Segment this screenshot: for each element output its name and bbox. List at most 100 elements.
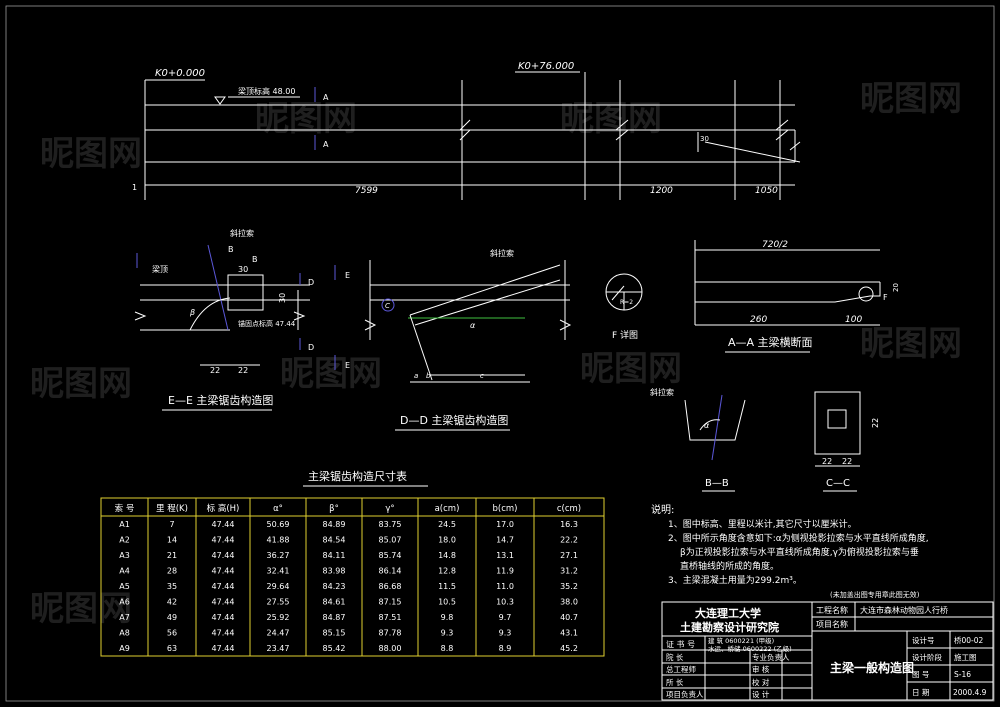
table-cell: 13.1 [496, 551, 514, 560]
end-slope [697, 132, 801, 163]
table-cell: 45.2 [560, 644, 578, 653]
table-cell: 23.47 [267, 644, 290, 653]
beam-top-label: 梁顶标高 48.00 [238, 86, 295, 96]
section-aa-view: 720/2 F 20 260 100 A—A 主梁横断面 [694, 240, 900, 353]
table-cell: A2 [119, 536, 130, 545]
table-cell: 9.8 [441, 613, 454, 622]
table-cell: A5 [119, 582, 130, 591]
ee-beta-arc [189, 297, 231, 331]
table-cell: 12.8 [438, 567, 456, 576]
tb-stage-label: 设计阶段 [912, 652, 942, 662]
table-cell: 84.89 [323, 520, 346, 529]
table-cell: 36.27 [267, 551, 290, 560]
table-cell: 11.0 [496, 582, 514, 591]
table-cell: 63 [167, 644, 177, 653]
ee-b-top2: B [252, 255, 258, 264]
table-cell: 42 [167, 598, 177, 607]
notes-heading: 说明: [651, 503, 674, 516]
break-mark-3 [774, 80, 790, 200]
table-cell: 88.00 [379, 644, 402, 653]
table-cell: 47.44 [212, 598, 235, 607]
section-cc-view: 22 22 22 C—C [814, 391, 880, 492]
tb-sheet-label: 图 号 [912, 670, 929, 679]
tb-role-label: 院 长 [666, 652, 684, 662]
mark-30: 30 [700, 135, 709, 143]
table-cell: 14.7 [496, 536, 514, 545]
watermark-4: 昵图网 [280, 354, 382, 394]
tb-role-label: 项目负责人 [666, 689, 704, 699]
table-cell: A1 [119, 520, 130, 529]
table-cell: A4 [119, 567, 130, 576]
dd-cable [409, 264, 561, 316]
table-cell: 84.54 [323, 536, 346, 545]
notes-remark: (未加盖出图专用章此图无效) [830, 590, 920, 599]
table-cell: 31.2 [560, 567, 578, 576]
tb-role-label: 所 长 [666, 677, 684, 687]
table-border [100, 497, 605, 657]
tb-cert-label: 证 书 号 [666, 639, 695, 649]
title-block: 大连理工大学 土建勘察设计研究院 证 书 号 建 筑 0600221 (甲级) … [661, 601, 994, 701]
bb-arc [699, 419, 721, 431]
ee-d-top: D [308, 278, 314, 287]
note-3: β为正视投影拉索与水平直线所成角度,γ为俯视投影拉索与垂 [680, 546, 919, 558]
end-detail [789, 130, 801, 162]
table-header-cell: b(cm) [493, 504, 518, 514]
ee-dim-22a: 22 [210, 366, 220, 375]
note-2: 2、图中所示角度含意如下:α为侧视投影拉索与水平直线所成角度, [668, 532, 929, 544]
ee-cable-label: 斜拉索 [230, 228, 254, 238]
table-cell: 27.55 [267, 598, 290, 607]
table-cell: 47.44 [212, 644, 235, 653]
watermark-2: 昵图网 [255, 99, 357, 139]
table-cell: 84.11 [323, 551, 346, 560]
table-cell: 24.47 [267, 629, 290, 638]
table-header-cell: α° [273, 504, 283, 514]
bb-outline [684, 399, 746, 441]
tb-stage: 施工图 [954, 652, 977, 662]
tb-date-label: 日 期 [912, 688, 929, 697]
dim-mark-1: 1 [132, 183, 137, 192]
table-cell: 87.51 [379, 613, 402, 622]
dim-7599: 7599 [355, 186, 378, 196]
watermark-3: 昵图网 [30, 364, 132, 404]
table-cell: 14.8 [438, 551, 456, 560]
table-cell: A9 [119, 644, 130, 653]
table-cell: 84.87 [323, 613, 346, 622]
dd-b: b [426, 372, 431, 380]
table-cell: 24.5 [438, 520, 456, 529]
tb-role-label: 校 对 [752, 677, 770, 687]
section-ee-view: 梁顶 斜拉索 β 30 30 B B D D 锚固点标高 47.44 22 22… [134, 228, 314, 411]
table-cell: 35 [167, 582, 177, 591]
table-cell: A6 [119, 598, 130, 607]
table-cell: 21 [167, 551, 177, 560]
tb-project-label: 工程名称 [816, 605, 848, 615]
cc-block [827, 409, 847, 429]
ee-dim-30-top: 30 [238, 265, 248, 274]
aa-dim-20: 20 [892, 283, 900, 292]
table-cell: 87.78 [379, 629, 402, 638]
break-mark-1 [458, 80, 472, 200]
table-header-cell: a(cm) [435, 504, 460, 514]
table-cell: 47.44 [212, 551, 235, 560]
watermark-5: 昵图网 [580, 349, 682, 389]
watermark-9: 昵图网 [560, 99, 662, 139]
dd-title: D—D 主梁锯齿构造图 [400, 413, 508, 427]
ee-b-top: B [228, 245, 234, 254]
dd-c-mark: C [385, 302, 390, 310]
elevation-triangle-icon [214, 96, 226, 105]
note-1: 1、图中标高、里程以米计,其它尺寸以厘米计。 [668, 518, 857, 530]
section-a-top: A [323, 93, 329, 102]
dd-alpha: α [470, 321, 476, 330]
section-dd-view: E E 斜拉索 C α a b c D—D 主梁锯齿构造图 [334, 248, 572, 431]
dd-vertical [409, 314, 433, 381]
table-cell: 14 [167, 536, 177, 545]
tb-design-no-label: 设计号 [912, 635, 935, 645]
watermark-layer: 昵图网 昵图网 昵图网 昵图网 昵图网 昵图网 昵图网 昵图网 昵图网 [30, 79, 962, 629]
table-cell: 85.15 [323, 629, 346, 638]
table-cell: 86.14 [379, 567, 402, 576]
table-cell: 84.23 [323, 582, 346, 591]
aa-dim-260: 260 [750, 315, 767, 325]
ee-dim-22b: 22 [238, 366, 248, 375]
cc-dim-22b: 22 [822, 457, 832, 466]
bb-cable-label: 斜拉索 [650, 387, 674, 397]
watermark-8: 昵图网 [30, 589, 132, 629]
